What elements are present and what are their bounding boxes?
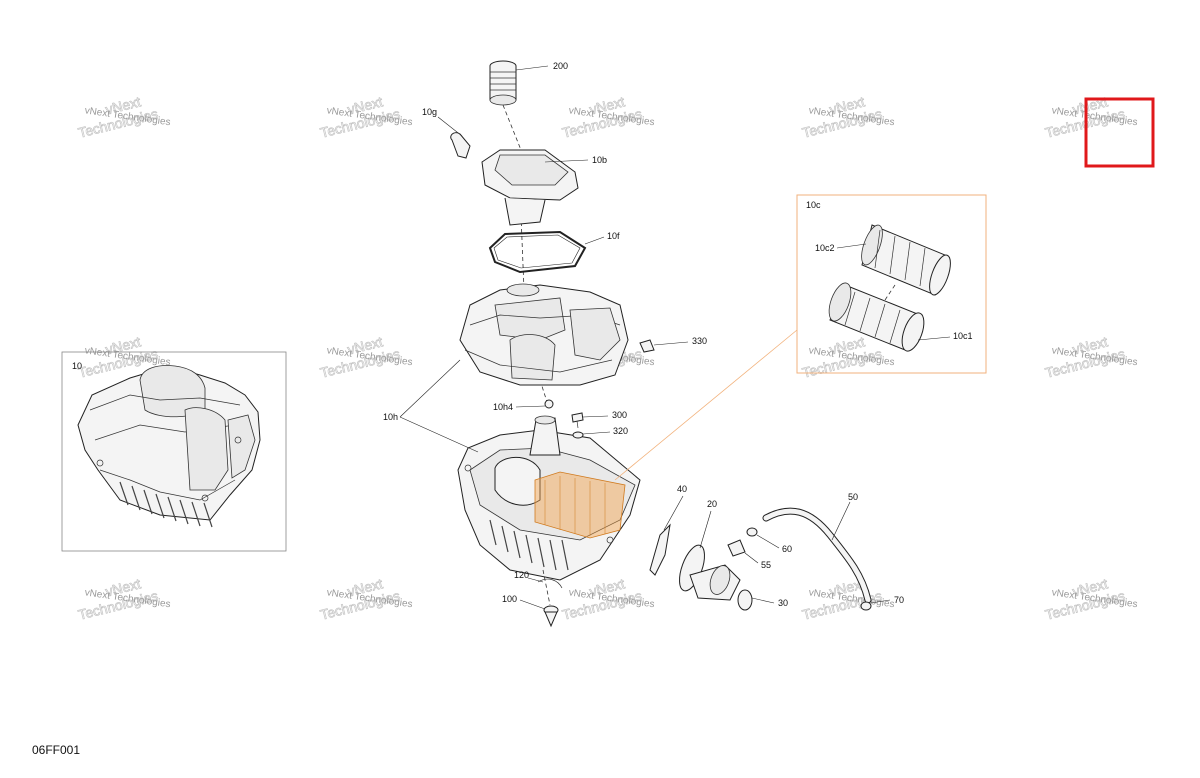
part-10c2-outer-filter: 10c2 [815, 224, 951, 296]
detail-box-10c: 10c 10c2 10c1 [614, 194, 987, 481]
callout-100: 100 [502, 594, 517, 604]
callout-70: 70 [894, 595, 904, 605]
callout-10c1: 10c1 [953, 331, 973, 341]
callout-10c: 10c [806, 200, 821, 210]
part-100-drain-valve: 100 [502, 594, 559, 628]
filter-element-in-box [534, 471, 626, 539]
callout-10h: 10h [383, 412, 398, 422]
part-10c1-inner-filter: 10c1 [828, 282, 973, 352]
callout-10g: 10g [422, 107, 437, 117]
part-200-intake-boot: 200 [489, 60, 568, 106]
part-55-fitting: 55 [727, 539, 771, 570]
callout-50: 50 [848, 492, 858, 502]
part-10f-gasket: 10f [488, 230, 620, 274]
callout-120: 120 [514, 570, 529, 580]
inset-assembly-10: 10 [61, 351, 287, 552]
part-20-adapter: 20 [679, 499, 741, 601]
selection-highlight-box[interactable] [1084, 97, 1155, 168]
part-10g-clip: 10g [422, 107, 471, 159]
callout-20: 20 [707, 499, 717, 509]
part-300-bolt: 300 [571, 410, 627, 429]
airbox-assembly-drawing [77, 365, 261, 528]
part-10b-airbox-cover: 10b [481, 149, 607, 226]
callout-200: 200 [553, 61, 568, 71]
part-330-screw: 330 [639, 336, 707, 353]
airbox-upper-half [459, 283, 629, 386]
part-50-hose: 50 [762, 492, 872, 604]
callout-10b: 10b [592, 155, 607, 165]
callout-320: 320 [613, 426, 628, 436]
callout-30: 30 [778, 598, 788, 608]
callout-300: 300 [612, 410, 627, 420]
callout-40: 40 [677, 484, 687, 494]
airbox-lower-half [457, 415, 641, 581]
part-60-clamp: 60 [746, 527, 792, 554]
part-70-clip: 70 [860, 595, 904, 611]
callout-10f: 10f [607, 231, 620, 241]
part-10h4: 10h4 [493, 399, 554, 412]
part-320-washer: 320 [572, 426, 628, 439]
callout-60: 60 [782, 544, 792, 554]
cooling-fins [119, 481, 213, 528]
lower-cooling-fins [489, 519, 569, 571]
callout-10: 10 [72, 361, 82, 371]
callout-10c2: 10c2 [815, 243, 835, 253]
callout-330: 330 [692, 336, 707, 346]
callout-10h4: 10h4 [493, 402, 513, 412]
diagram-code: 06FF001 [32, 743, 81, 757]
part-30-clamp: 30 [737, 589, 788, 611]
part-40-clamp: 40 [649, 484, 687, 576]
callout-55: 55 [761, 560, 771, 570]
part-120-clamp: 120 [514, 570, 563, 589]
exploded-view: 200 10g 10b 10f [383, 60, 904, 628]
